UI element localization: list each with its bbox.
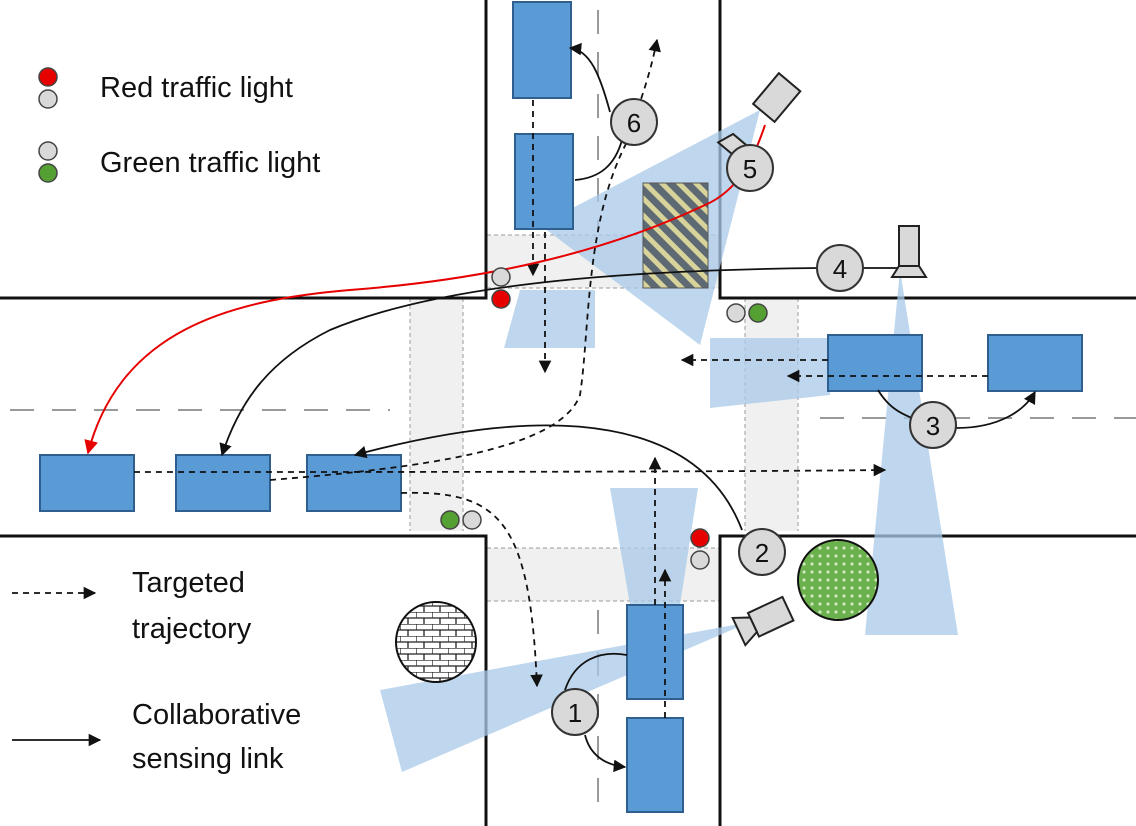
legend-collab-label-2: sensing link bbox=[132, 743, 284, 775]
svg-text:3: 3 bbox=[926, 411, 940, 441]
light-east-off bbox=[726, 303, 746, 323]
legend-targeted-label-1: Targeted bbox=[132, 567, 245, 599]
light-south-off bbox=[690, 550, 710, 570]
svg-text:4: 4 bbox=[833, 254, 847, 284]
crosswalk-east bbox=[745, 298, 798, 531]
collaborative-links bbox=[12, 42, 1036, 773]
legend-red-light-bottom bbox=[38, 89, 58, 109]
light-east-green bbox=[748, 303, 768, 323]
legend-green-light-label: Green traffic light bbox=[100, 147, 320, 179]
legend: Red traffic light Green traffic light Ta… bbox=[100, 72, 320, 775]
link-6-north-near bbox=[574, 139, 623, 181]
link-3-far bbox=[955, 390, 1036, 429]
vehicle-north-near bbox=[514, 133, 574, 230]
light-north-red bbox=[491, 289, 511, 309]
traffic-lights bbox=[38, 67, 768, 570]
sensor-cone-south-vehicle bbox=[610, 488, 698, 605]
svg-text:6: 6 bbox=[627, 108, 641, 138]
vehicle-east-near bbox=[827, 334, 923, 392]
marker-3: 3 bbox=[909, 401, 957, 449]
sensor-cone-rsu bbox=[865, 270, 958, 635]
legend-green-light-bottom bbox=[38, 163, 58, 183]
brick-building-icon bbox=[395, 601, 477, 683]
numbered-markers: 1 2 3 4 5 6 bbox=[551, 98, 957, 736]
link-6-north-far bbox=[568, 42, 611, 113]
link-2 bbox=[353, 424, 743, 531]
marker-1: 1 bbox=[551, 688, 599, 736]
roadside-unit-icon bbox=[890, 225, 928, 278]
link-3-near bbox=[877, 389, 913, 419]
svg-text:1: 1 bbox=[568, 698, 582, 728]
light-west-off bbox=[462, 510, 482, 530]
link-1-near bbox=[564, 652, 628, 691]
tree-icon bbox=[797, 539, 879, 621]
vehicle-west-far bbox=[39, 454, 135, 512]
vehicle-south-near bbox=[626, 604, 684, 700]
light-north-off bbox=[491, 267, 511, 287]
marker-4: 4 bbox=[816, 244, 864, 292]
vehicle-east-far bbox=[987, 334, 1083, 392]
vehicle-west-mid bbox=[175, 454, 271, 512]
sensor-cone-north-vehicle bbox=[504, 290, 595, 348]
camera-icon bbox=[731, 595, 795, 647]
legend-collab-label-1: Collaborative bbox=[132, 699, 301, 731]
light-west-green bbox=[440, 510, 460, 530]
marker-6: 6 bbox=[610, 98, 658, 146]
marker-2: 2 bbox=[738, 528, 786, 576]
legend-green-light-top bbox=[38, 141, 58, 161]
svg-text:2: 2 bbox=[755, 538, 769, 568]
link-4 bbox=[219, 267, 819, 457]
legend-red-light-top bbox=[38, 67, 58, 87]
svg-text:5: 5 bbox=[743, 154, 757, 184]
light-south-red bbox=[690, 528, 710, 548]
marker-5: 5 bbox=[726, 144, 774, 192]
vehicles bbox=[39, 1, 1083, 813]
vehicle-south-far bbox=[626, 717, 684, 813]
link-1-far bbox=[584, 734, 627, 773]
trajectory-west-through bbox=[133, 463, 887, 477]
vehicle-north-far bbox=[512, 1, 572, 99]
trajectory-uturn bbox=[269, 139, 629, 481]
trajectory-west-turn bbox=[400, 491, 543, 688]
vehicle-west-near bbox=[306, 454, 402, 512]
crosswalk-west bbox=[410, 298, 463, 531]
legend-red-light-label: Red traffic light bbox=[100, 72, 293, 104]
legend-targeted-label-2: trajectory bbox=[132, 613, 252, 645]
red-light-link bbox=[84, 124, 766, 455]
sensor-cone-east-vehicle bbox=[710, 338, 830, 408]
